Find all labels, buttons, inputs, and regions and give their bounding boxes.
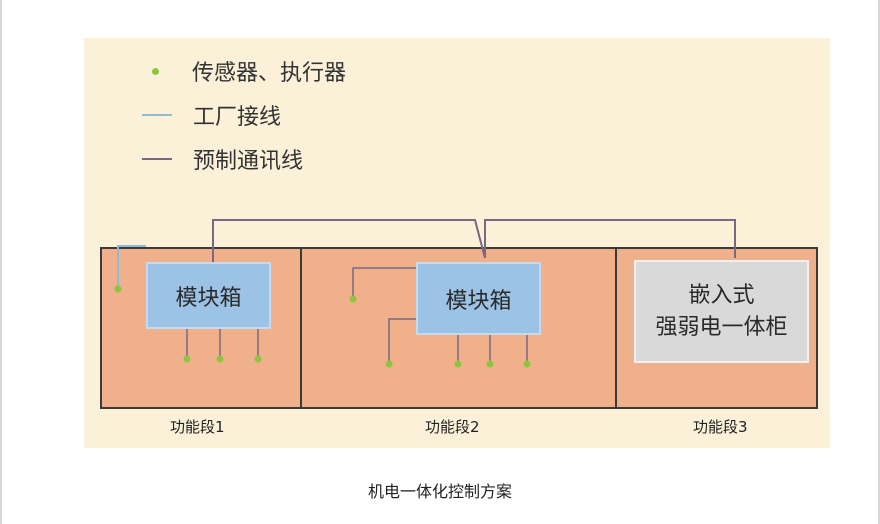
sensor-dot bbox=[349, 295, 357, 303]
sensor-dot bbox=[523, 360, 531, 368]
comm-line-module2-to-cabinet bbox=[484, 219, 736, 258]
sensor-dot bbox=[385, 360, 393, 368]
sensor-dot bbox=[114, 285, 122, 293]
left-edge-line bbox=[0, 0, 2, 524]
right-edge-line bbox=[878, 0, 880, 524]
cabinet-label-line1: 嵌入式 bbox=[688, 282, 755, 308]
sensor-wiring-seg2-side bbox=[388, 318, 416, 363]
segment-2-label: 功能段2 bbox=[425, 418, 480, 436]
sensor-wiring-seg2-top bbox=[352, 267, 416, 299]
embedded-cabinet: 嵌入式 强弱电一体柜 bbox=[634, 260, 809, 363]
legend-sensors-label: 传感器、执行器 bbox=[192, 61, 347, 86]
segment-1-label: 功能段1 bbox=[170, 418, 225, 436]
sensor-dot bbox=[183, 355, 191, 363]
legend-factory-wiring-label: 工厂接线 bbox=[193, 105, 282, 130]
sensor-dot bbox=[216, 355, 224, 363]
segment-3-label: 功能段3 bbox=[693, 418, 748, 436]
cabinet-label-line2: 强弱电一体柜 bbox=[655, 314, 788, 340]
comm-line-module1-to-module2 bbox=[212, 219, 486, 262]
module-box-1-label: 模块箱 bbox=[175, 285, 242, 311]
legend-comm-line-label: 预制通讯线 bbox=[193, 149, 304, 174]
figure-caption: 机电一体化控制方案 bbox=[367, 482, 512, 501]
factory-wiring-seg1 bbox=[117, 245, 146, 289]
sensor-dot bbox=[454, 360, 462, 368]
sensor-dot-icon bbox=[152, 67, 159, 75]
module-box-2: 模块箱 bbox=[416, 262, 541, 335]
legend-comm-line: 预制通讯线 bbox=[142, 143, 303, 175]
module-box-1: 模块箱 bbox=[146, 262, 271, 329]
legend-factory-wiring: 工厂接线 bbox=[142, 99, 281, 131]
factory-wiring-line-icon bbox=[142, 114, 172, 116]
sensor-dot bbox=[486, 360, 494, 368]
comm-line-icon bbox=[142, 158, 172, 160]
module-box-2-label: 模块箱 bbox=[445, 288, 512, 314]
sensor-dot bbox=[254, 355, 262, 363]
legend-sensors: 传感器、执行器 bbox=[152, 55, 346, 87]
